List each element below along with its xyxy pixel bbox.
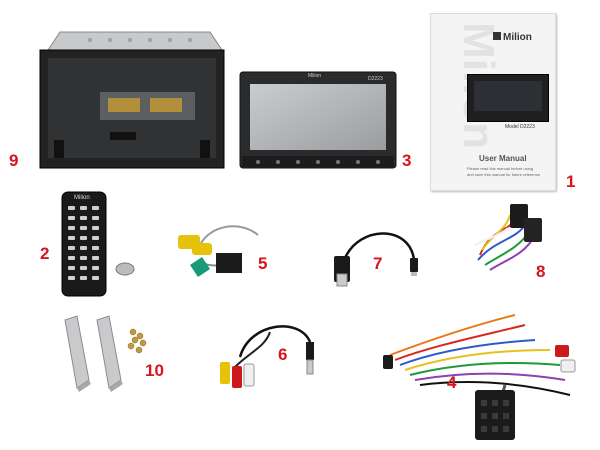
head-unit-image: [239, 71, 397, 169]
rca-iso-cable-item: [170, 215, 270, 290]
label-10: 10: [145, 361, 164, 380]
chassis-rear-item: [30, 22, 230, 172]
label-7: 7: [373, 254, 383, 273]
manual-device-screen: [474, 81, 542, 111]
label-9: 9: [9, 151, 19, 170]
av-cable-item: [210, 312, 330, 402]
usb-cable-image: [334, 232, 418, 287]
head-unit-item: Milion D2223: [238, 70, 398, 175]
label-5: 5: [258, 254, 268, 273]
main-harness-image: [383, 314, 576, 440]
remote-item: Milion: [60, 190, 108, 298]
label-1: 1: [566, 172, 576, 191]
battery-item: [115, 262, 135, 276]
label-8: 8: [536, 262, 546, 281]
head-unit-brand: Milion: [308, 73, 322, 79]
manual-title: User Manual: [479, 154, 527, 163]
main-harness-item: [375, 305, 585, 445]
manual-logo: Milion: [493, 32, 532, 43]
manual-logo-icon: [493, 32, 501, 40]
manual-line-2: and save this manual for future referenc…: [467, 172, 540, 177]
av-cable-image: [220, 325, 314, 388]
label-2: 2: [40, 244, 50, 263]
battery-image: [115, 262, 135, 276]
head-unit-model: D2223: [368, 76, 383, 82]
wiring-harness-item: [470, 200, 550, 280]
chassis-rear-image: [39, 31, 225, 169]
manual-line-1: Please read this manual before using: [467, 166, 534, 171]
label-4: 4: [447, 373, 457, 392]
brackets-image: [64, 315, 147, 392]
user-manual-item: Milion Milion Model D2223 User Manual Pl…: [430, 13, 556, 191]
remote-image: [61, 191, 107, 297]
rca-iso-cable-image: [178, 225, 259, 277]
manual-model: Model D2223: [505, 124, 535, 130]
brackets-item: [55, 310, 155, 395]
wiring-harness-image: [474, 204, 542, 271]
label-3: 3: [402, 151, 412, 170]
manual-device-photo: [467, 74, 549, 122]
manual-brand: Milion: [503, 32, 532, 43]
label-6: 6: [278, 345, 288, 364]
usb-cable-item: [330, 230, 430, 290]
remote-brand: Milion: [74, 195, 90, 201]
